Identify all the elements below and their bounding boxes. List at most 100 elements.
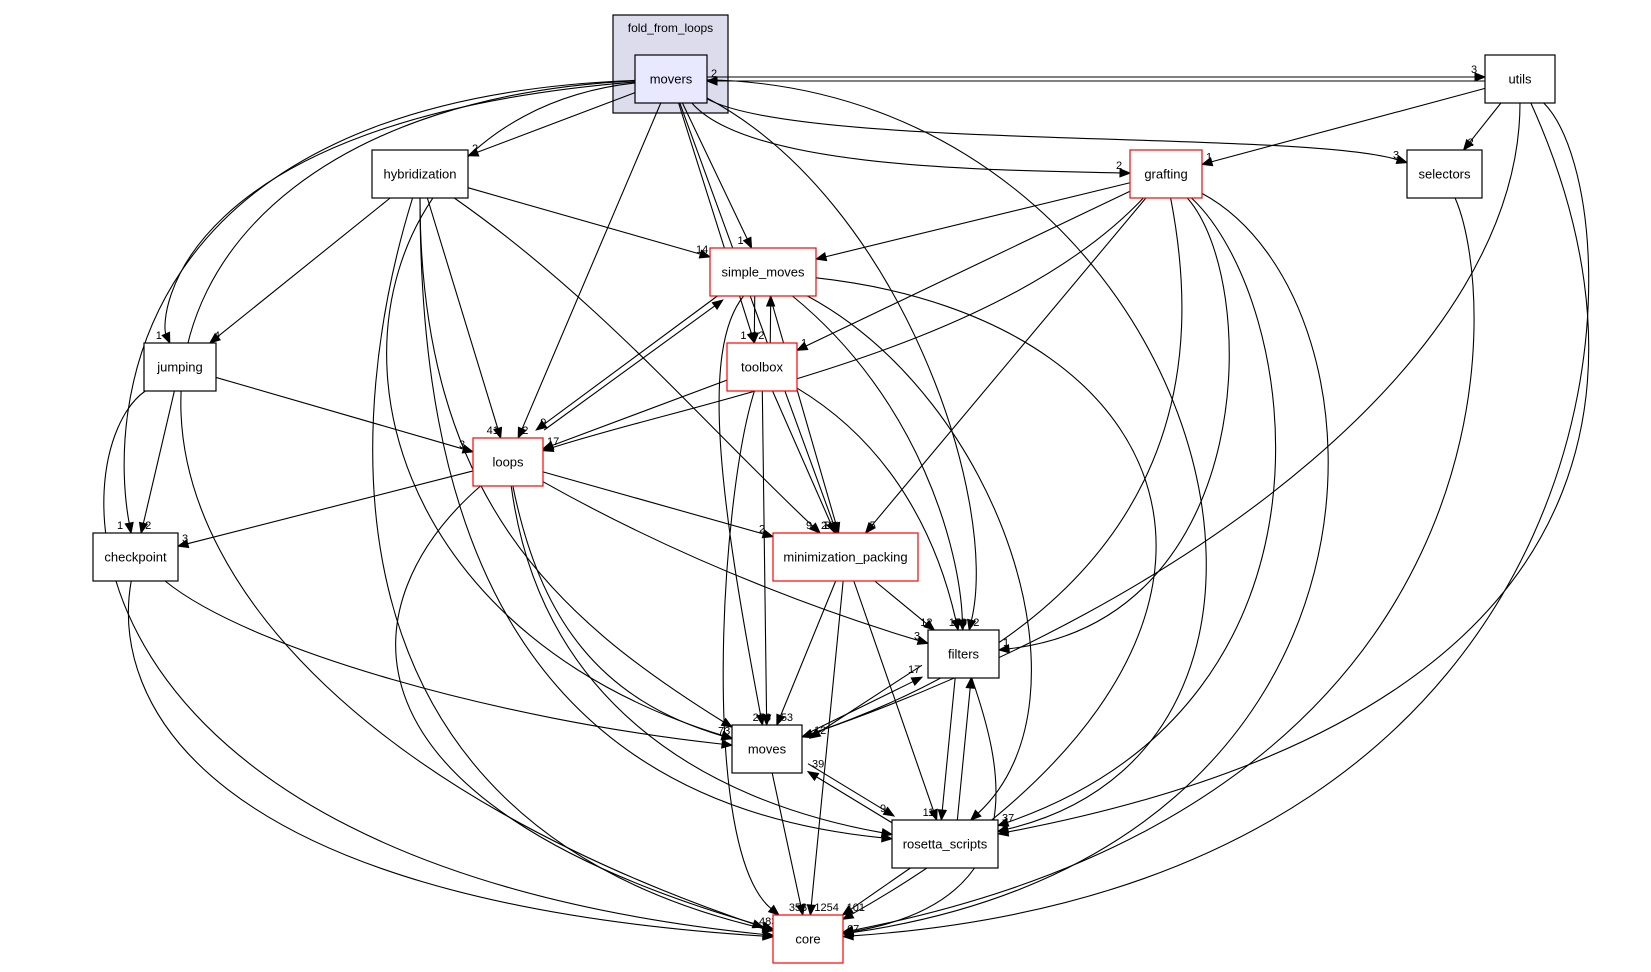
node-simple-moves[interactable]: simple_moves <box>709 247 817 297</box>
arrowhead <box>814 252 828 262</box>
edge-hybridization-jumping: 4 <box>208 197 391 344</box>
edge-label: 4 <box>214 330 220 342</box>
arrowhead <box>711 299 724 311</box>
node-label: utils <box>1508 72 1532 87</box>
edge-layer: 3222311121102512667144419151372391181501… <box>103 64 1590 941</box>
node-rosetta-scripts[interactable]: rosetta_scripts <box>891 819 999 869</box>
edge-simple_moves-moves <box>718 295 766 727</box>
edge-label: 17 <box>908 664 920 676</box>
node-box[interactable] <box>927 629 1000 679</box>
edge-checkpoint-moves <box>164 580 734 749</box>
node-box[interactable] <box>726 342 798 392</box>
edge-line <box>127 580 764 937</box>
edge-label: 2 <box>145 520 151 532</box>
edge-toolbox-filters <box>796 387 961 632</box>
node-checkpoint[interactable]: checkpoint <box>92 532 179 582</box>
edge-line <box>543 305 716 431</box>
edge-grafting-toolbox: 1 <box>795 190 1131 351</box>
edge-line <box>769 295 837 524</box>
edge-label: 3 <box>459 439 465 451</box>
edge-loops-minimization_packing: 2 <box>542 471 775 539</box>
edge-label: 1254 <box>814 902 838 914</box>
node-filters[interactable]: filters <box>927 629 1000 679</box>
node-jumping[interactable]: jumping <box>143 342 217 392</box>
edge-rosetta_scripts-moves: 39 <box>806 759 895 825</box>
node-label: filters <box>948 647 980 662</box>
arrowhead <box>916 635 930 645</box>
node-box[interactable] <box>709 247 817 297</box>
node-box[interactable] <box>1484 54 1556 104</box>
arrowhead <box>996 827 1010 837</box>
node-box[interactable] <box>472 437 544 487</box>
node-box[interactable] <box>731 724 803 774</box>
node-box[interactable] <box>634 54 708 104</box>
node-movers[interactable]: movers <box>634 54 708 104</box>
node-box[interactable] <box>891 819 999 869</box>
edge-line <box>761 390 768 716</box>
edge-label: 1 <box>156 330 162 342</box>
edge-grafting-rosetta_scripts: 37 <box>996 197 1277 827</box>
node-toolbox[interactable]: toolbox <box>726 342 798 392</box>
node-minimization-packing[interactable]: minimization_packing <box>772 532 919 582</box>
edge-line <box>510 485 883 834</box>
node-moves[interactable]: moves <box>731 724 803 774</box>
edge-line <box>956 687 971 821</box>
edge-simple_moves-minimization_packing: 8 <box>769 295 841 535</box>
edge-line <box>852 197 1475 931</box>
edge-line <box>217 197 391 338</box>
edge-label: 2 <box>472 143 478 155</box>
edge-line <box>679 102 834 524</box>
edge-label: 6 <box>1002 821 1008 833</box>
arrowhead <box>864 521 876 535</box>
node-loops[interactable]: loops <box>472 437 544 487</box>
node-box[interactable] <box>1129 149 1203 199</box>
node-core[interactable]: core <box>772 914 844 964</box>
node-box[interactable] <box>1406 149 1483 199</box>
node-box[interactable] <box>772 914 844 964</box>
node-label: rosetta_scripts <box>903 837 988 852</box>
edge-line <box>815 277 1157 915</box>
arrowhead <box>535 419 548 431</box>
arrowhead <box>1474 72 1487 82</box>
edge-line <box>792 295 963 621</box>
edge-line <box>543 291 724 425</box>
node-box[interactable] <box>143 342 217 392</box>
arrowhead <box>1462 138 1474 152</box>
arrowhead <box>937 809 948 822</box>
arrowhead <box>966 618 977 632</box>
node-box[interactable] <box>772 532 919 582</box>
edge-label: 1 <box>1003 637 1009 649</box>
edge-label: 53 <box>781 712 793 724</box>
arrowhead <box>923 619 936 631</box>
edge-line <box>1008 197 1230 650</box>
node-selectors[interactable]: selectors <box>1406 149 1483 199</box>
edge-line <box>512 485 723 737</box>
edge-label: 2 <box>758 330 764 342</box>
edge-movers-filters: 2 <box>706 97 979 632</box>
edge-movers-checkpoint: 1 <box>117 79 636 535</box>
node-box[interactable] <box>371 149 469 199</box>
edge-label: 1 <box>1206 151 1212 163</box>
arrowhead <box>809 522 821 534</box>
arrowhead <box>841 909 855 920</box>
node-box[interactable] <box>92 532 179 582</box>
edge-label: 2 <box>711 68 717 80</box>
edge-filters-moves: 12 <box>808 664 923 739</box>
node-label: grafting <box>1144 167 1187 182</box>
arrowhead <box>698 249 712 259</box>
edge-grafting-loops <box>541 197 1144 452</box>
edge-line <box>1469 102 1502 143</box>
edge-label: 9 <box>880 803 886 815</box>
edge-jumping-core <box>103 390 775 940</box>
edge-label: 3 <box>914 630 920 642</box>
arrowhead <box>742 236 753 250</box>
arrowhead <box>749 332 760 345</box>
arrowhead <box>161 331 171 345</box>
edge-line <box>871 197 1147 526</box>
edge-movers-hybridization: 2 <box>466 92 636 157</box>
edge-line <box>691 102 1121 174</box>
node-grafting[interactable]: grafting <box>1129 149 1203 199</box>
node-hybridization[interactable]: hybridization <box>371 149 469 199</box>
edge-line <box>722 390 772 910</box>
node-utils[interactable]: utils <box>1484 54 1556 104</box>
